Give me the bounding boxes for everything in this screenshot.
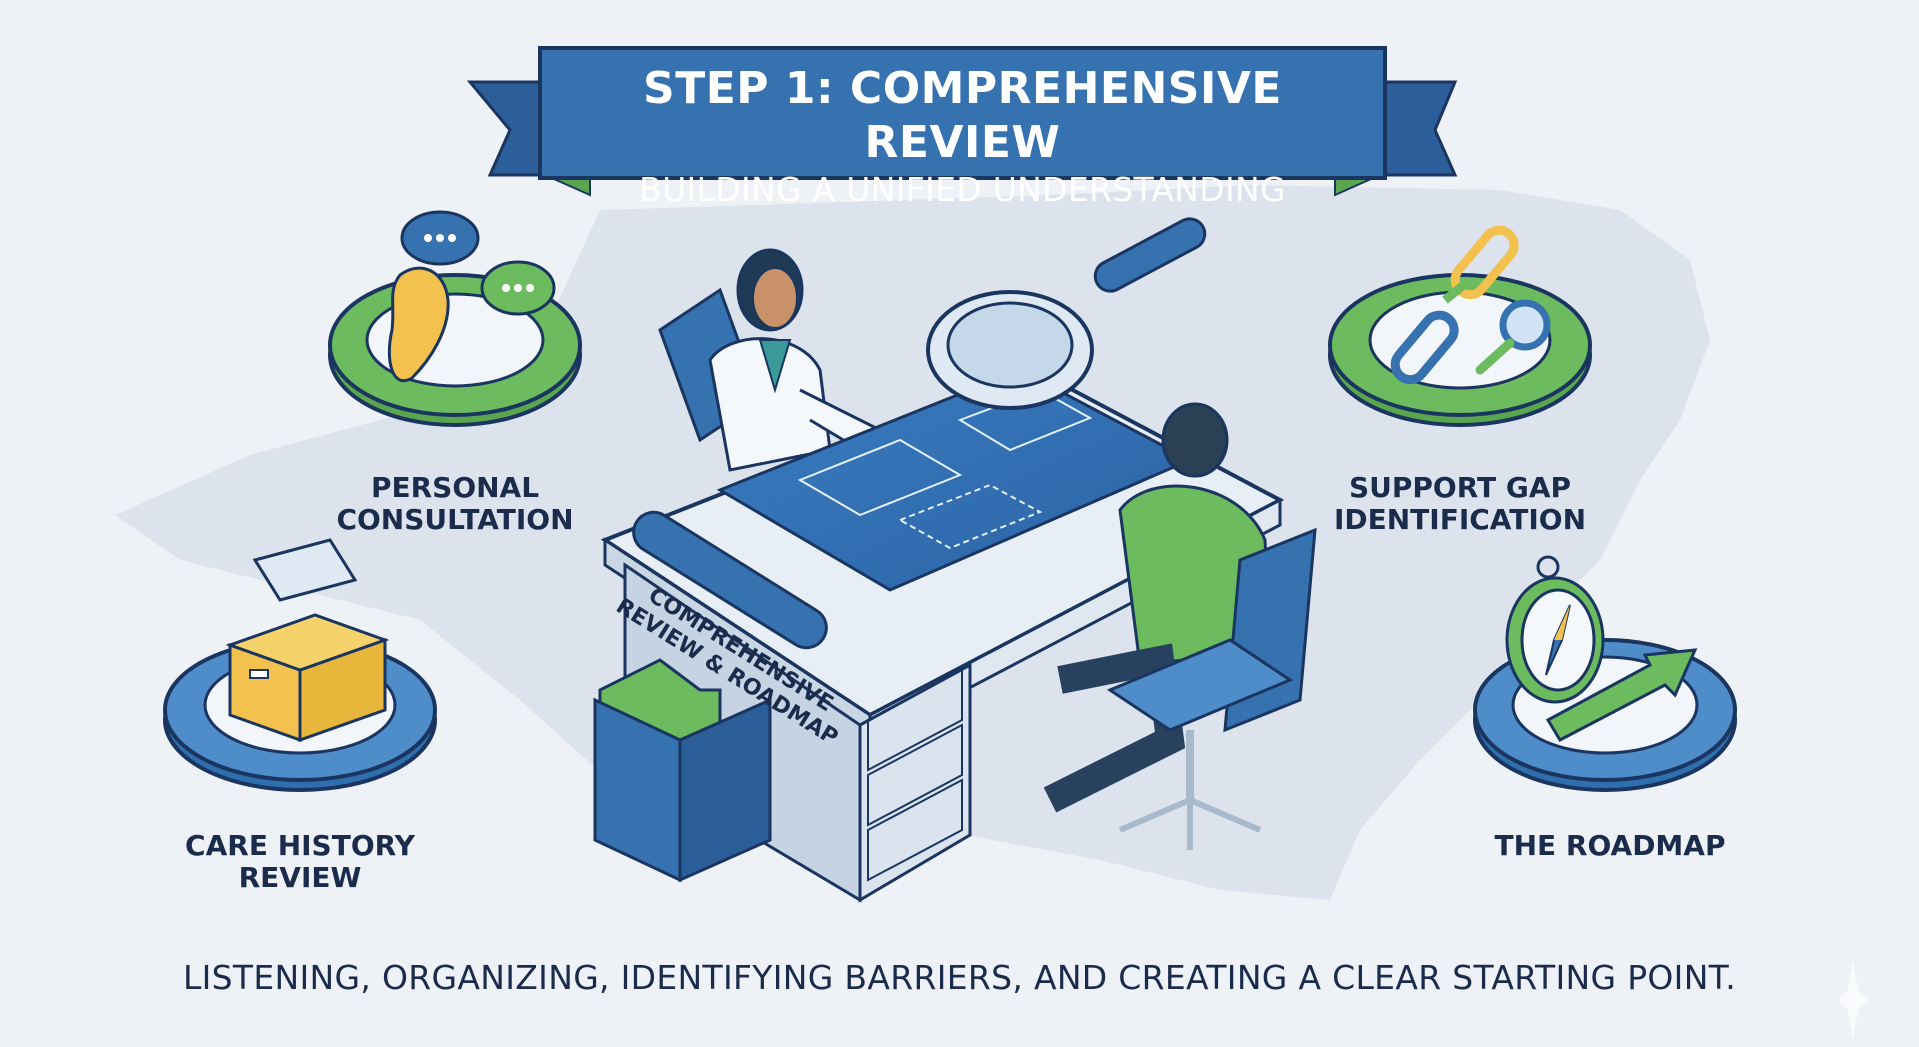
step-label-roadmap: THE ROADMAP: [1494, 829, 1726, 862]
step-label-personal-consultation: PERSONAL CONSULTATION: [336, 471, 574, 536]
broken-chain-magnifier-icon: [1390, 225, 1551, 385]
support-gap-gear: [1328, 273, 1592, 427]
folder-holder: [593, 658, 772, 883]
banner-text: STEP 1: COMPREHENSIVE REVIEW BUILDING A …: [545, 62, 1380, 210]
file-box-documents-icon: [225, 538, 390, 743]
doctor-figure: [708, 248, 902, 472]
client-chair: [1106, 527, 1317, 850]
banner-subtitle: BUILDING A UNIFIED UNDERSTANDING: [639, 170, 1286, 209]
ear-with-speech-bubbles-icon: [387, 210, 556, 382]
title-banner: [466, 46, 1458, 197]
compass-arrow-icon: [1505, 555, 1698, 742]
step-label-care-history: CARE HISTORY REVIEW: [185, 829, 415, 894]
banner-title: STEP 1: COMPREHENSIVE REVIEW: [643, 63, 1282, 168]
footer-tagline: LISTENING, ORGANIZING, IDENTIFYING BARRI…: [182, 958, 1737, 997]
sparkle-icon: [1838, 960, 1868, 1040]
magnifying-glass: [926, 217, 1207, 410]
desk-scene: [593, 217, 1317, 903]
step-label-support-gap: SUPPORT GAP IDENTIFICATION: [1333, 471, 1587, 536]
desk-drawers: [867, 668, 963, 882]
